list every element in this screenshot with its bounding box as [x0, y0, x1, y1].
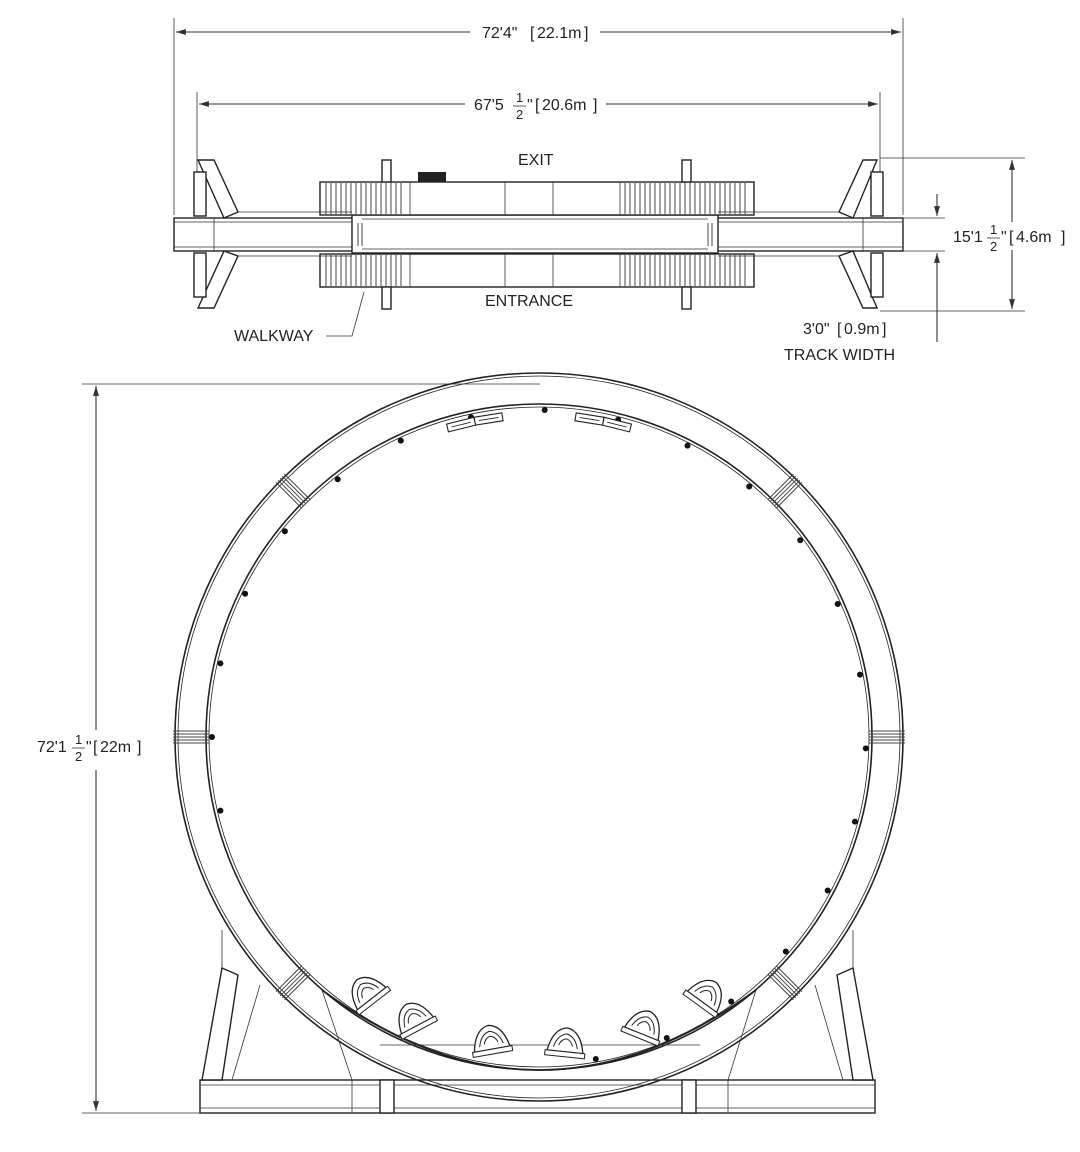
exit-label: EXIT — [518, 152, 554, 169]
overall-length-text: 72'4" — [482, 25, 517, 42]
inner-length-dimension: 67'5 1 2 " [ 20.6m ] — [196, 90, 881, 180]
svg-text:[: [ — [530, 25, 535, 42]
svg-text:[: [ — [837, 321, 842, 338]
walkway-leader — [326, 291, 365, 337]
overall-width-text: 15'1 — [953, 229, 983, 246]
inner-length-text: 67'5 — [474, 97, 504, 114]
entrance-platform — [319, 253, 755, 288]
control-box — [418, 172, 446, 182]
svg-text:2: 2 — [75, 749, 82, 764]
height-text: 72'1 — [37, 739, 67, 756]
base-frame — [199, 930, 876, 1114]
overall-length-metric: 22.1m — [537, 25, 581, 42]
svg-text:": " — [527, 97, 533, 114]
loop-track — [173, 372, 905, 1102]
svg-text:]: ] — [1061, 229, 1065, 246]
left-a-frame — [193, 159, 239, 309]
svg-text:[: [ — [535, 97, 540, 114]
svg-text:2: 2 — [516, 107, 523, 122]
svg-text:1: 1 — [990, 222, 997, 237]
track-width-dimension: 3'0" [ 0.9m ] TRACK WIDTH — [784, 194, 945, 364]
track-width-value: 3'0" — [803, 321, 830, 338]
loop-cradle — [321, 989, 757, 1081]
car-block — [351, 214, 719, 254]
svg-text:]: ] — [584, 25, 588, 42]
svg-text:1: 1 — [75, 732, 82, 747]
svg-text:]: ] — [137, 739, 141, 756]
exit-platform — [319, 172, 755, 216]
train-bottom — [351, 976, 722, 1060]
svg-text:]: ] — [882, 321, 886, 338]
overall-width-metric: 4.6m — [1016, 229, 1052, 246]
elevation-view: 72'1 1 2 " [ 22m ] — [37, 372, 905, 1114]
overall-length-dimension: 72'4" [ 22.1m ] — [173, 18, 904, 215]
svg-text:[: [ — [1009, 229, 1014, 246]
walkway-label: WALKWAY — [234, 328, 314, 345]
entrance-label: ENTRANCE — [485, 293, 573, 310]
track-width-caption: TRACK WIDTH — [784, 347, 895, 364]
train-top — [445, 412, 633, 433]
track-width-metric: 0.9m — [844, 321, 880, 338]
svg-text:": " — [1001, 229, 1007, 246]
svg-text:[: [ — [93, 739, 98, 756]
plan-view: 72'4" [ 22.1m ] 67'5 1 2 " [ 20.6m ] — [173, 18, 1065, 364]
height-dimension: 72'1 1 2 " [ 22m ] — [37, 383, 540, 1114]
height-metric: 22m — [100, 739, 131, 756]
support-posts — [381, 159, 692, 310]
overall-width-dimension: 15'1 1 2 " [ 4.6m ] — [880, 157, 1065, 312]
svg-text:2: 2 — [990, 239, 997, 254]
inner-length-metric: 20.6m — [542, 97, 586, 114]
svg-text:": " — [86, 739, 92, 756]
svg-text:1: 1 — [516, 90, 523, 105]
svg-text:]: ] — [593, 97, 597, 114]
